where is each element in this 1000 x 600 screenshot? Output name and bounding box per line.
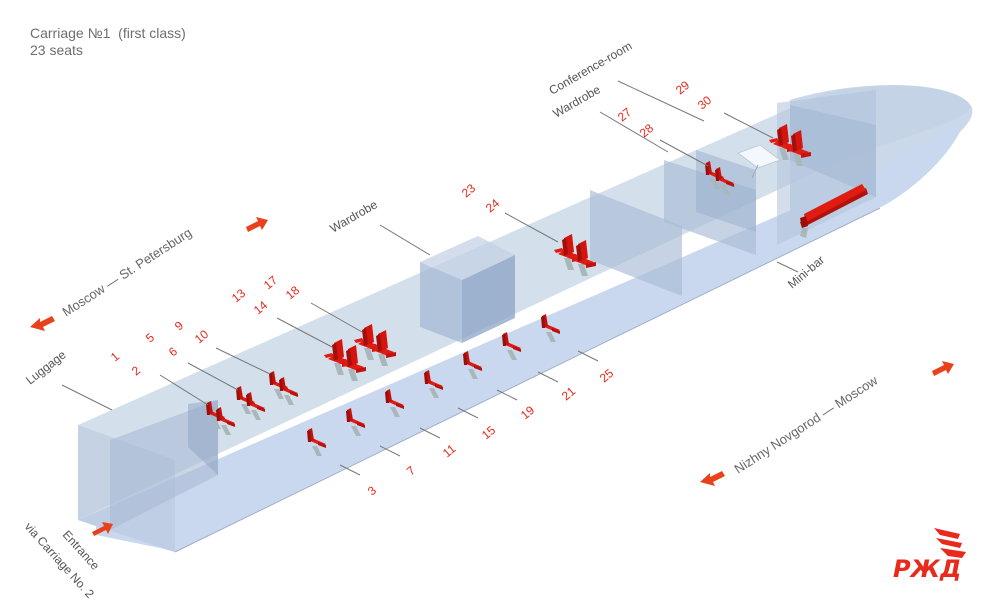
seat-number-30: 30 xyxy=(695,93,714,113)
seat-number-9: 9 xyxy=(172,318,186,333)
seat-number-15: 15 xyxy=(479,423,498,443)
seat-number-1: 1 xyxy=(108,349,122,364)
seat-number-13: 13 xyxy=(229,286,248,306)
seat-number-25: 25 xyxy=(597,366,616,386)
seat-number-10: 10 xyxy=(192,327,211,347)
seat-number-7: 7 xyxy=(404,463,418,478)
route-top: Moscow — St. Petersburg xyxy=(30,217,268,331)
label-mini-bar: Mini-bar xyxy=(785,253,827,292)
seat-number-5: 5 xyxy=(143,330,157,345)
seat-number-3: 3 xyxy=(365,483,379,498)
entrance: Entrance via Carriage No. 2 xyxy=(22,520,113,600)
route-top-label: Moscow — St. Petersburg xyxy=(59,225,194,320)
seat-count: 23 seats xyxy=(30,42,83,58)
arrow-left-icon xyxy=(700,471,725,486)
seat-number-14: 14 xyxy=(251,298,270,318)
arrow-right-icon xyxy=(246,217,268,232)
seat-number-17: 17 xyxy=(261,273,280,293)
leader-lines xyxy=(61,80,799,476)
conference-table xyxy=(736,144,782,179)
carriage-title: Carriage №1 (first class) 23 seats xyxy=(30,25,186,59)
seat-number-21: 21 xyxy=(559,384,578,404)
carriage-body xyxy=(78,85,973,553)
arrow-left-icon xyxy=(30,316,55,331)
rzd-logo-text: РЖД xyxy=(893,555,961,583)
seat-number-23: 23 xyxy=(459,181,478,201)
mini-bar-sofa[interactable] xyxy=(800,184,868,238)
seat-number-6: 6 xyxy=(166,344,180,359)
arrow-right-icon xyxy=(932,361,954,376)
seat-number-18: 18 xyxy=(283,283,302,303)
seat-number-2: 2 xyxy=(129,363,143,378)
rzd-logo: РЖД xyxy=(893,528,966,583)
seat-number-11: 11 xyxy=(440,441,459,460)
seat-number-27: 27 xyxy=(615,105,634,125)
seat-number-29: 29 xyxy=(673,78,692,98)
route-bottom: Nizhny Novgorod — Moscow xyxy=(700,361,954,486)
label-wardrobe-1: Wardrobe xyxy=(328,197,381,235)
seat-number-24: 24 xyxy=(483,196,502,216)
carriage-name: Carriage №1 (first class) xyxy=(30,25,186,41)
arrow-up-right-icon xyxy=(92,522,113,536)
route-bottom-label: Nizhny Novgorod — Moscow xyxy=(731,372,880,476)
seat-number-28: 28 xyxy=(637,121,656,141)
seat-number-19: 19 xyxy=(518,403,537,423)
label-luggage: Luggage xyxy=(23,347,69,387)
